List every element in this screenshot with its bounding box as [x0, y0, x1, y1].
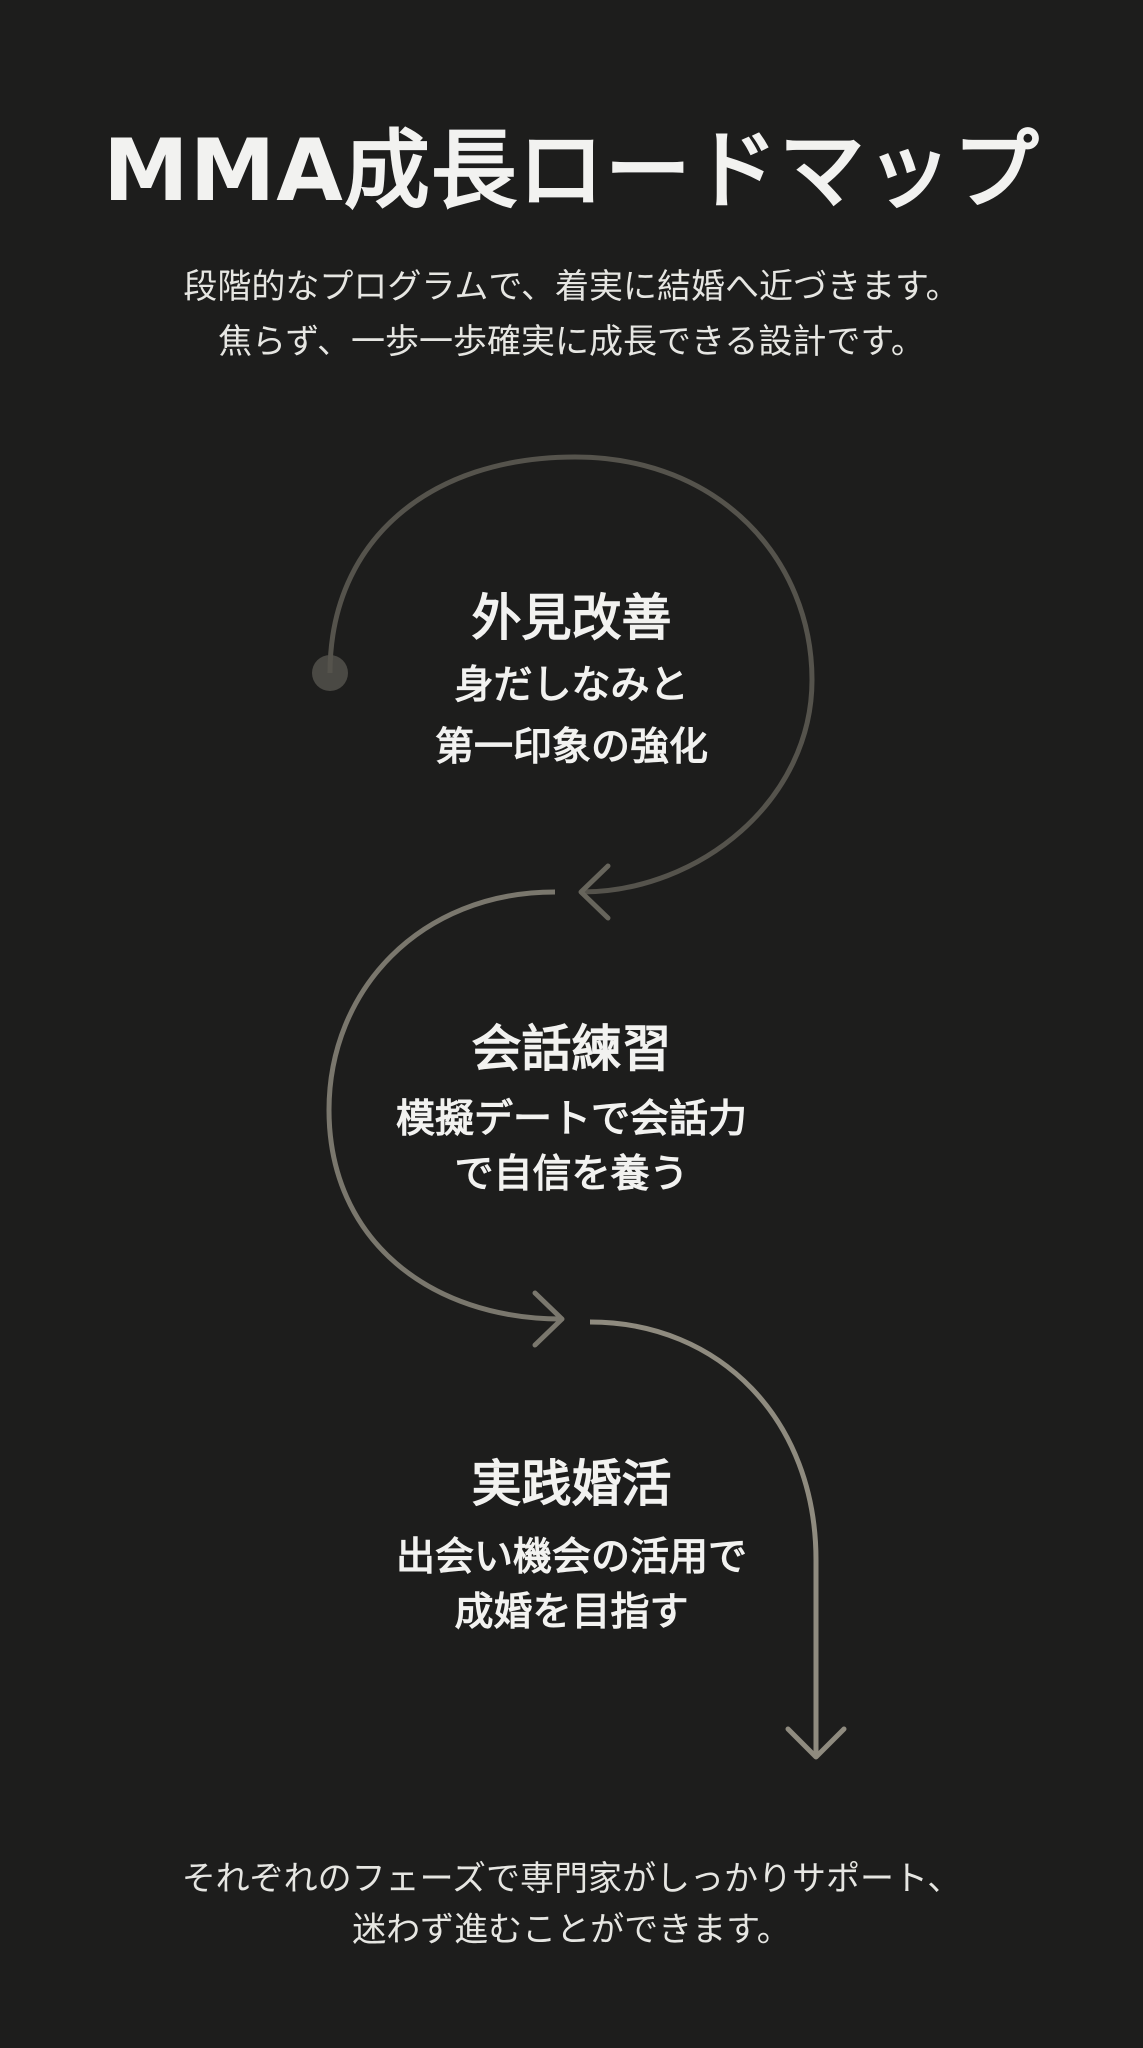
arrow-down-icon [785, 1726, 847, 1760]
path-segment-3 [589, 1319, 819, 1757]
arrow-right-icon [532, 1290, 565, 1348]
page-title: MMA成長ロードマップ [103, 121, 1040, 221]
arrow-left-icon [578, 863, 611, 921]
footer-line-1: それぞれのフェーズで専門家がしっかりサポート、 [181, 1859, 962, 1899]
intro-line-1: 段階的なプログラムで、着実に結婚へ近づきます。 [183, 267, 960, 307]
step-1-heading: 外見改善 [471, 589, 672, 647]
path-segment-1 [327, 454, 815, 895]
step-2-desc-line-1: 模擬デートで会話力 [395, 1097, 747, 1142]
path-segment-2 [326, 889, 563, 1322]
step-1-desc-line-1: 身だしなみと [454, 663, 689, 708]
step-2-heading: 会話練習 [471, 1020, 672, 1078]
intro-line-2: 焦らず、一歩一歩確実に成長できる設計です。 [218, 322, 925, 362]
step-3-desc-line-1: 出会い機会の活用で [395, 1535, 747, 1580]
step-1-desc-line-2: 第一印象の強化 [434, 725, 708, 770]
step-3-desc-line-2: 成婚を目指す [454, 1590, 689, 1635]
step-2-desc-line-2: で自信を養う [454, 1152, 689, 1197]
step-3-heading: 実践婚活 [471, 1455, 672, 1513]
footer-line-2: 迷わず進むことができます。 [352, 1910, 791, 1950]
